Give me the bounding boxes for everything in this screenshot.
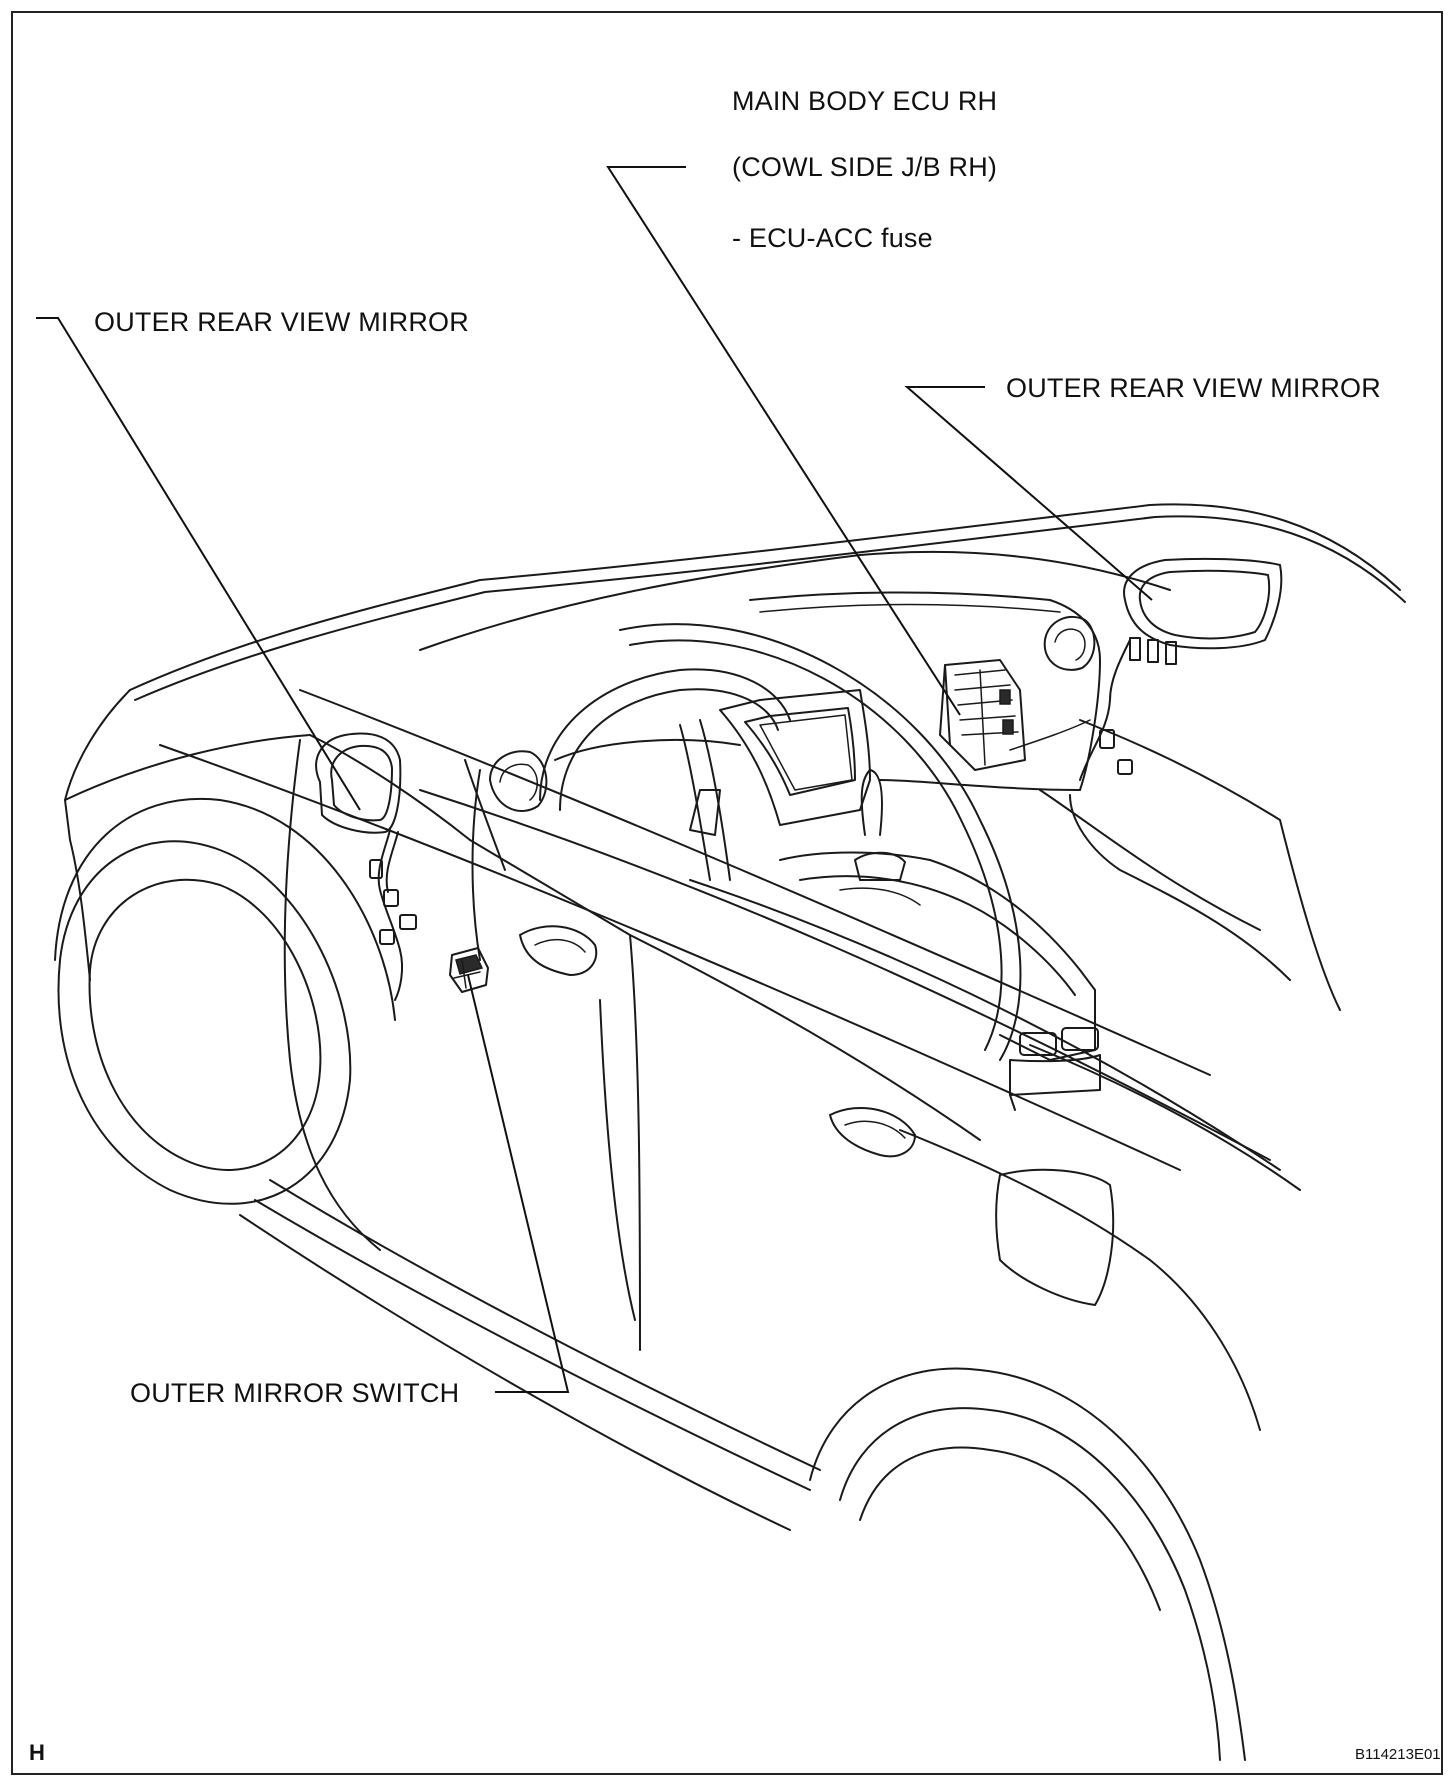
leader-left-mirror — [36, 317, 361, 811]
leader-lines — [36, 166, 1153, 1393]
right-mirror — [1009, 557, 1283, 781]
label-main-body-ecu: MAIN BODY ECU RH — [732, 86, 998, 116]
leader-right-mirror — [904, 386, 1153, 601]
label-ecu-acc-fuse: - ECU-ACC fuse — [732, 223, 933, 253]
main-body-ecu — [939, 659, 1026, 771]
label-cowl-side-jb: (COWL SIDE J/B RH) — [732, 152, 998, 182]
view-code: H — [29, 1740, 45, 1765]
door-handles — [519, 925, 916, 1158]
car-body — [54, 503, 1406, 1761]
label-outer-rear-view-mirror-left: OUTER REAR VIEW MIRROR — [94, 307, 469, 337]
leader-ecu — [606, 166, 961, 716]
left-mirror — [315, 732, 417, 1001]
figure-id: B114213E01 — [1355, 1746, 1441, 1763]
diagram-frame — [11, 11, 1443, 1775]
label-outer-mirror-switch: OUTER MIRROR SWITCH — [130, 1378, 460, 1408]
label-outer-rear-view-mirror-right: OUTER REAR VIEW MIRROR — [1006, 373, 1381, 403]
outer-mirror-switch — [449, 947, 489, 993]
dashboard — [464, 599, 1291, 1111]
leader-mirror-switch — [467, 974, 570, 1393]
